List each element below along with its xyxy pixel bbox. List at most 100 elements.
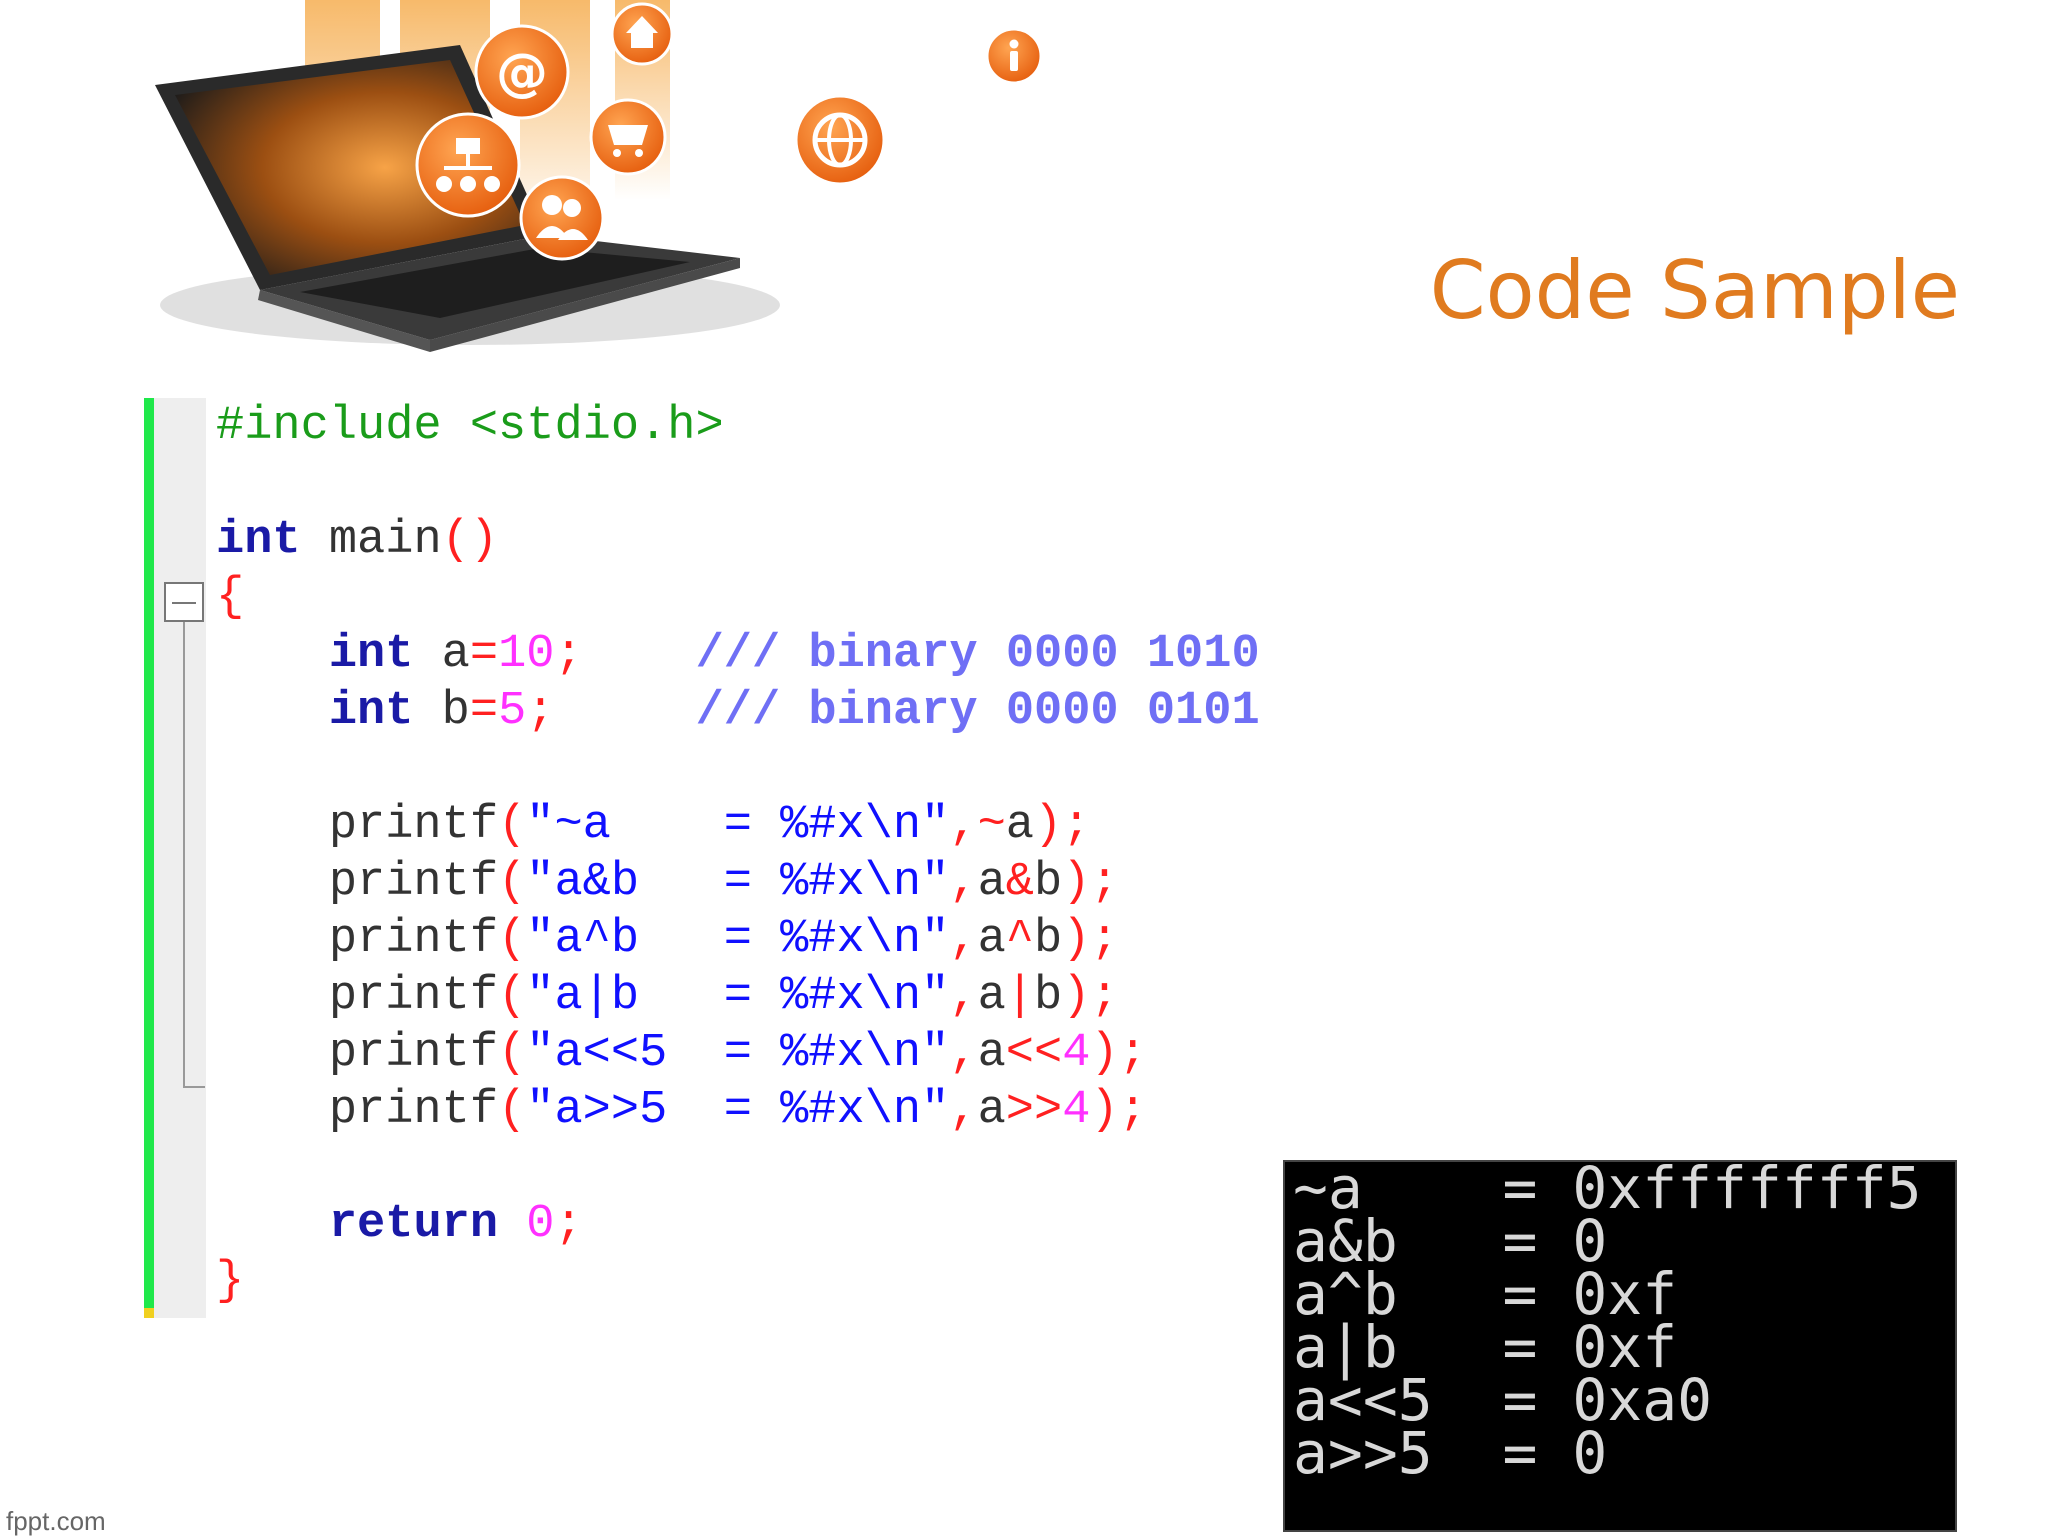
code-token: printf (216, 856, 499, 909)
code-line: printf("a|b = %#x\n",a|b); (216, 968, 1260, 1025)
code-line: return 0; (216, 1196, 1260, 1253)
code-token: ; (554, 628, 583, 681)
code-token: ); (1034, 799, 1091, 852)
at-sign-icon: @ (474, 24, 570, 120)
terminal-line: ~a = 0xfffffff5 (1293, 1154, 1922, 1222)
code-line: printf("a^b = %#x\n",a^b); (216, 911, 1260, 968)
code-token: ); (1062, 856, 1119, 909)
fold-toggle-icon[interactable] (164, 582, 204, 622)
svg-text:@: @ (496, 43, 548, 103)
code-token: = (469, 685, 499, 738)
code-block: #include <stdio.h> int main(){ int a=10;… (216, 398, 1260, 1310)
code-token: ; (554, 1198, 583, 1251)
code-token (216, 685, 329, 738)
code-token: b (1034, 913, 1063, 966)
code-token: } (216, 1255, 245, 1308)
code-line: { (216, 569, 1260, 626)
code-token: a (977, 913, 1006, 966)
code-token (583, 628, 696, 681)
code-token: int (328, 628, 414, 681)
code-token: | (1005, 970, 1034, 1023)
code-token: "a^b = %#x\n" (526, 913, 950, 966)
code-token: , (949, 1084, 978, 1137)
code-token: a (977, 970, 1006, 1023)
code-token: << (1005, 1027, 1063, 1080)
code-token: "a>>5 = %#x\n" (526, 1084, 950, 1137)
code-token: a (977, 1027, 1006, 1080)
code-line: } (216, 1253, 1260, 1310)
fold-guide-end (183, 1086, 205, 1088)
code-token: a (977, 1084, 1006, 1137)
fold-guide (183, 622, 185, 1086)
code-token: () (441, 514, 499, 567)
code-token: 10 (498, 628, 555, 681)
code-line: #include <stdio.h> (216, 398, 1260, 455)
code-token: "a&b = %#x\n" (526, 856, 950, 909)
slide-title: Code Sample (1429, 243, 1960, 337)
org-chart-icon (415, 112, 521, 218)
code-token: ); (1090, 1084, 1147, 1137)
code-token (498, 1198, 526, 1251)
code-line (216, 740, 1260, 797)
code-token: 5 (498, 685, 527, 738)
code-token (216, 1198, 329, 1251)
code-line: int main() (216, 512, 1260, 569)
code-token: >> (1005, 1084, 1063, 1137)
code-token: a (977, 856, 1006, 909)
code-token: , (949, 1027, 978, 1080)
code-token: #include <stdio.h> (216, 400, 724, 453)
code-token: "~a = %#x\n" (526, 799, 950, 852)
code-token: 4 (1062, 1027, 1091, 1080)
laptop-image (155, 45, 740, 352)
code-line: printf("a&b = %#x\n",a&b); (216, 854, 1260, 911)
code-token: ~ (977, 799, 1006, 852)
code-token: return (328, 1198, 499, 1251)
code-token: printf (216, 913, 499, 966)
change-marker-end (144, 1308, 154, 1318)
code-token: "a|b = %#x\n" (526, 970, 950, 1023)
change-marker (144, 398, 154, 1308)
code-token: ( (498, 970, 527, 1023)
code-token: printf (216, 1084, 499, 1137)
globe-icon (794, 94, 886, 186)
code-token: , (949, 913, 978, 966)
code-line (216, 455, 1260, 512)
code-token: ( (498, 913, 527, 966)
code-token: b (1034, 856, 1063, 909)
code-token: printf (216, 970, 499, 1023)
terminal-line: a>>5 = 0 (1293, 1419, 1608, 1487)
code-token: & (1005, 856, 1034, 909)
info-bubble-icon (985, 27, 1043, 85)
shopping-cart-icon (589, 98, 667, 176)
code-line: int b=5; /// binary 0000 0101 (216, 683, 1260, 740)
home-icon (610, 2, 674, 66)
code-token: "a<<5 = %#x\n" (526, 1027, 950, 1080)
terminal-line: a|b = 0xf (1293, 1313, 1678, 1381)
code-token: = (469, 628, 499, 681)
code-token: int (216, 514, 301, 567)
hero-illustration: @ (155, 0, 886, 352)
code-token: printf (216, 1027, 499, 1080)
code-token: 4 (1062, 1084, 1091, 1137)
code-editor: #include <stdio.h> int main(){ int a=10;… (136, 398, 1336, 1318)
code-token: ); (1062, 913, 1119, 966)
code-token: ( (498, 856, 527, 909)
code-token: a (1005, 799, 1034, 852)
code-token: ); (1062, 970, 1119, 1023)
code-line: int a=10; /// binary 0000 1010 (216, 626, 1260, 683)
code-token: ( (498, 1084, 527, 1137)
code-token: /// binary 0000 0101 (695, 685, 1260, 738)
code-token: main (300, 514, 442, 567)
terminal-line: a&b = 0 (1293, 1207, 1608, 1275)
editor-gutter (154, 398, 206, 1318)
code-token (216, 628, 329, 681)
code-token: b (413, 685, 470, 738)
code-token: , (949, 799, 978, 852)
users-icon (519, 175, 605, 261)
code-token: ^ (1005, 913, 1034, 966)
code-line (216, 1139, 1260, 1196)
code-token: ( (498, 799, 527, 852)
terminal-line: a^b = 0xf (1293, 1260, 1678, 1328)
code-token: printf (216, 799, 499, 852)
